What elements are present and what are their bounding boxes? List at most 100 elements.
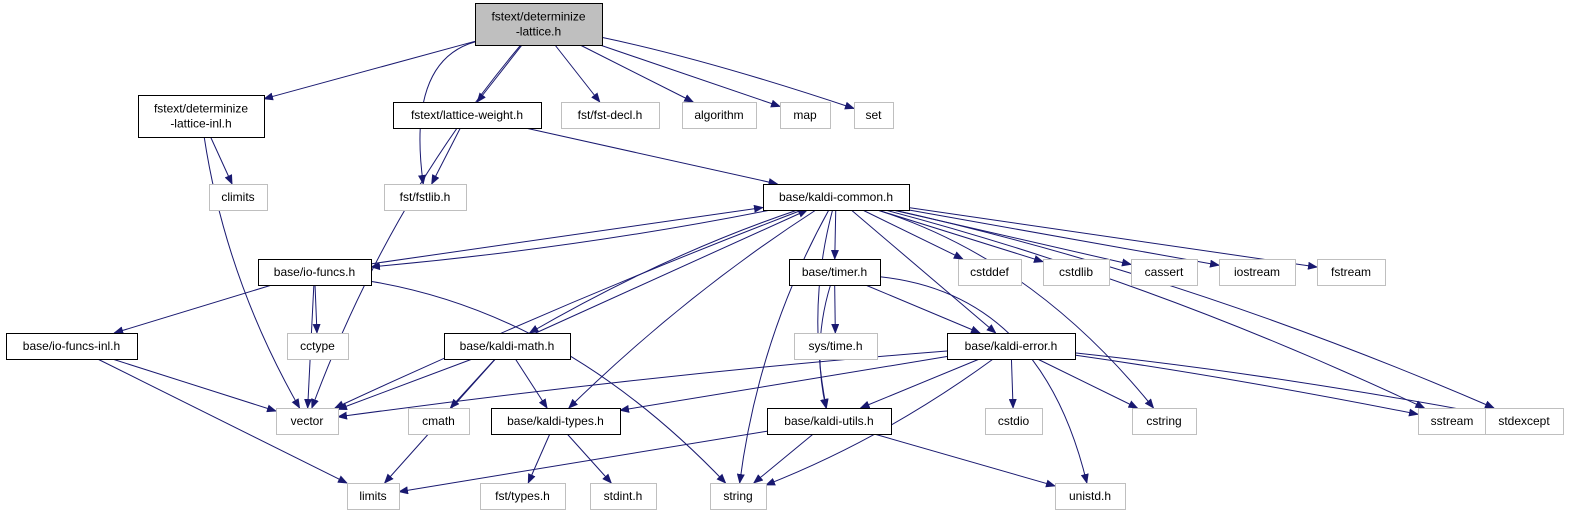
edge-kaldi-common-to-cstdlib	[877, 209, 1044, 263]
edge-kaldi-common-to-io-funcs	[370, 209, 771, 271]
edge-kaldi-common-to-kaldi-utils	[817, 209, 834, 409]
node-box	[1043, 259, 1110, 286]
edge-kaldi-error-to-kaldi-types	[619, 356, 948, 413]
node-box	[384, 184, 467, 211]
node-vector: vector	[276, 408, 339, 435]
node-iostream: iostream	[1219, 259, 1296, 286]
edge-kaldi-error-to-kaldi-utils	[859, 358, 980, 409]
node-kaldi-types[interactable]: base/kaldi-types.h	[491, 408, 621, 435]
node-cstdlib: cstdlib	[1043, 259, 1110, 286]
node-box	[138, 95, 265, 138]
node-string: string	[710, 483, 767, 510]
edge-io-funcs-to-kaldi-common	[370, 204, 764, 265]
node-box	[767, 408, 892, 435]
node-fstlib: fst/fstlib.h	[384, 184, 467, 211]
node-label: climits	[221, 190, 254, 204]
node-label: fst/fst-decl.h	[578, 108, 643, 122]
node-box	[491, 408, 621, 435]
node-kaldi-common[interactable]: base/kaldi-common.h	[763, 184, 910, 211]
edge-kaldi-common-to-kaldi-math	[528, 209, 798, 334]
edge-determinize-lattice-to-set	[601, 36, 855, 110]
node-box	[276, 408, 339, 435]
node-determinize-lattice-inl[interactable]: fstext/determinize-lattice-inl.h	[138, 95, 265, 138]
edge-kaldi-types-to-fst-types	[527, 433, 551, 484]
node-box	[1317, 259, 1386, 286]
edge-kaldi-common-to-fstream	[908, 207, 1318, 270]
node-box	[1131, 259, 1198, 286]
node-cmath: cmath	[408, 408, 470, 435]
node-box	[780, 102, 831, 129]
edge-determinize-lattice-inl-to-vector	[203, 136, 301, 409]
node-determinize-lattice[interactable]: fstext/determinize-lattice.h	[475, 3, 603, 46]
node-kaldi-error[interactable]: base/kaldi-error.h	[947, 333, 1076, 360]
node-box	[393, 102, 542, 129]
node-box	[763, 184, 910, 211]
node-label: fstext/determinize	[491, 10, 585, 24]
edge-kaldi-common-to-kaldi-error	[850, 209, 997, 334]
node-label: vector	[291, 414, 324, 428]
node-io-funcs-inl[interactable]: base/io-funcs-inl.h	[6, 333, 138, 360]
node-label: base/kaldi-utils.h	[784, 414, 873, 428]
edge-kaldi-common-to-cstring	[877, 209, 1155, 409]
node-box	[209, 184, 268, 211]
node-box	[794, 333, 878, 360]
node-box	[1132, 408, 1197, 435]
node-lattice-weight[interactable]: fstext/lattice-weight.h	[393, 102, 542, 129]
edge-kaldi-common-to-string	[736, 209, 830, 484]
node-label: -lattice-inl.h	[170, 117, 231, 131]
edge-determinize-lattice-to-lattice-weight	[476, 44, 523, 103]
node-unistd: unistd.h	[1055, 483, 1126, 510]
edge-kaldi-common-to-kaldi-types	[568, 209, 817, 409]
edge-kaldi-error-to-stdexcept	[1074, 352, 1486, 417]
node-label: sstream	[1431, 414, 1474, 428]
node-label: -lattice.h	[516, 25, 561, 39]
node-box	[854, 102, 894, 129]
node-box	[1418, 408, 1487, 435]
edge-kaldi-math-to-vector	[337, 358, 473, 410]
edge-determinize-lattice-inl-to-climits	[210, 136, 233, 185]
edge-io-funcs-inl-to-vector	[112, 358, 277, 413]
edge-lattice-weight-to-kaldi-common	[525, 127, 779, 186]
node-label: base/timer.h	[802, 265, 867, 279]
node-box	[6, 333, 138, 360]
node-label: cstddef	[970, 265, 1009, 279]
node-fst-decl: fst/fst-decl.h	[561, 102, 660, 129]
node-kaldi-math[interactable]: base/kaldi-math.h	[444, 333, 571, 360]
node-io-funcs[interactable]: base/io-funcs.h	[258, 259, 372, 286]
node-cstring: cstring	[1132, 408, 1197, 435]
node-stdexcept: stdexcept	[1485, 408, 1564, 435]
node-label: base/kaldi-error.h	[965, 339, 1058, 353]
node-box	[710, 483, 767, 510]
node-label: unistd.h	[1069, 489, 1111, 503]
edge-kaldi-common-to-iostream	[908, 209, 1220, 268]
node-label: base/kaldi-common.h	[779, 190, 893, 204]
node-timer[interactable]: base/timer.h	[789, 259, 881, 286]
node-box	[444, 333, 571, 360]
node-label: fstext/lattice-weight.h	[411, 108, 523, 122]
node-label: map	[793, 108, 817, 122]
node-set: set	[854, 102, 894, 129]
node-label: cassert	[1145, 265, 1184, 279]
node-box	[958, 259, 1022, 286]
edge-io-funcs-inl-to-limits	[97, 358, 348, 484]
node-box	[258, 259, 372, 286]
node-label: fstext/determinize	[154, 102, 248, 116]
node-label: cmath	[422, 414, 455, 428]
edge-kaldi-types-to-stdint	[566, 433, 612, 484]
edge-lattice-weight-to-fstlib	[431, 127, 461, 185]
node-algorithm: algorithm	[682, 102, 757, 129]
node-label: fstream	[1331, 265, 1371, 279]
edge-determinize-lattice-to-map	[599, 44, 781, 108]
node-cctype: cctype	[287, 333, 349, 360]
node-box	[1485, 408, 1564, 435]
edge-determinize-lattice-to-determinize-lattice-inl	[263, 40, 476, 101]
edge-io-funcs-to-string	[370, 280, 727, 484]
node-label: cstring	[1146, 414, 1181, 428]
node-label: base/kaldi-types.h	[507, 414, 604, 428]
node-box	[682, 102, 757, 129]
edge-kaldi-math-to-kaldi-types	[514, 358, 548, 409]
node-fst-types: fst/types.h	[480, 483, 566, 510]
node-label: base/kaldi-math.h	[460, 339, 555, 353]
node-kaldi-utils[interactable]: base/kaldi-utils.h	[767, 408, 892, 435]
